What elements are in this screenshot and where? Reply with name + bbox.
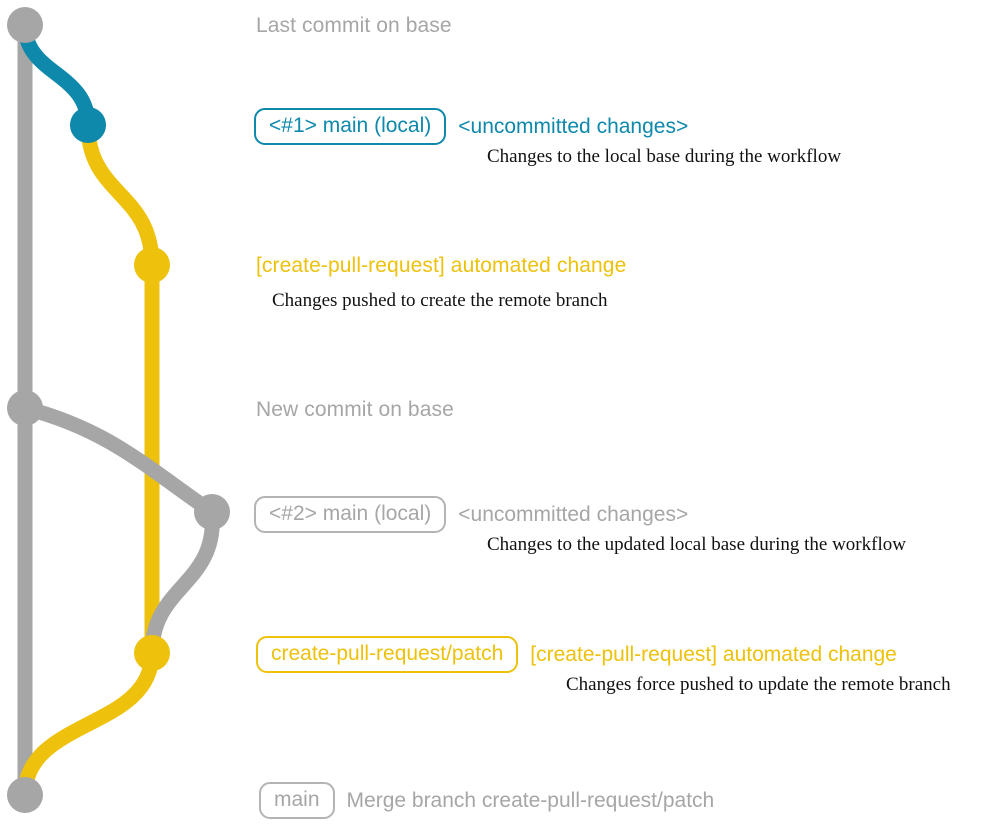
edge-patch2-to-merge [17,645,160,803]
commit-message-local-uncommitted-1: <uncommitted changes> [458,114,689,138]
commit-description-patch-update: Changes force pushed to update the remot… [566,674,951,695]
commit-node-base-last[interactable] [7,7,43,43]
commit-message-local-uncommitted-2: <uncommitted changes> [458,502,689,526]
commit-row-merge-commit: main Merge branch create-pull-request/pa… [259,782,714,819]
commit-node-patch-2[interactable] [134,635,170,671]
commit-node-local-1[interactable] [70,107,106,143]
commit-description-local-uncommitted-1: Changes to the local base during the wor… [487,146,842,167]
commit-node-local-2[interactable] [194,494,230,530]
edge-basenew-to-local2 [17,400,220,520]
commit-node-base-new[interactable] [7,390,43,426]
commit-message-patch-update: [create-pull-request] automated change [530,642,897,666]
edge-local1-to-patch1 [80,117,160,273]
commit-row-local-uncommitted-2: <#2> main (local) <uncommitted changes> [254,496,688,533]
commit-row-patch-update: create-pull-request/patch [create-pull-r… [256,636,897,673]
commit-description-local-uncommitted-2: Changes to the updated local base during… [487,534,906,555]
commit-node-patch-1[interactable] [134,247,170,283]
branch-badge-main-local-1[interactable]: <#1> main (local) [254,108,447,145]
commit-description-patch-create: Changes pushed to create the remote bran… [272,290,608,311]
branch-badge-main[interactable]: main [259,782,335,819]
commit-node-base-merge[interactable] [7,777,43,813]
commit-row-local-uncommitted-1: <#1> main (local) <uncommitted changes> [254,108,688,145]
edge-local2-to-patch2 [144,504,220,661]
commit-caption-patch-create: [create-pull-request] automated change [256,254,627,277]
commit-caption-new-commit-on-base: New commit on base [256,398,454,421]
commit-message-merge-commit: Merge branch create-pull-request/patch [346,788,715,812]
branch-badge-main-local-2[interactable]: <#2> main (local) [254,496,447,533]
branch-badge-create-pull-request-patch[interactable]: create-pull-request/patch [256,636,519,673]
commit-caption-last-commit-on-base: Last commit on base [256,14,452,37]
